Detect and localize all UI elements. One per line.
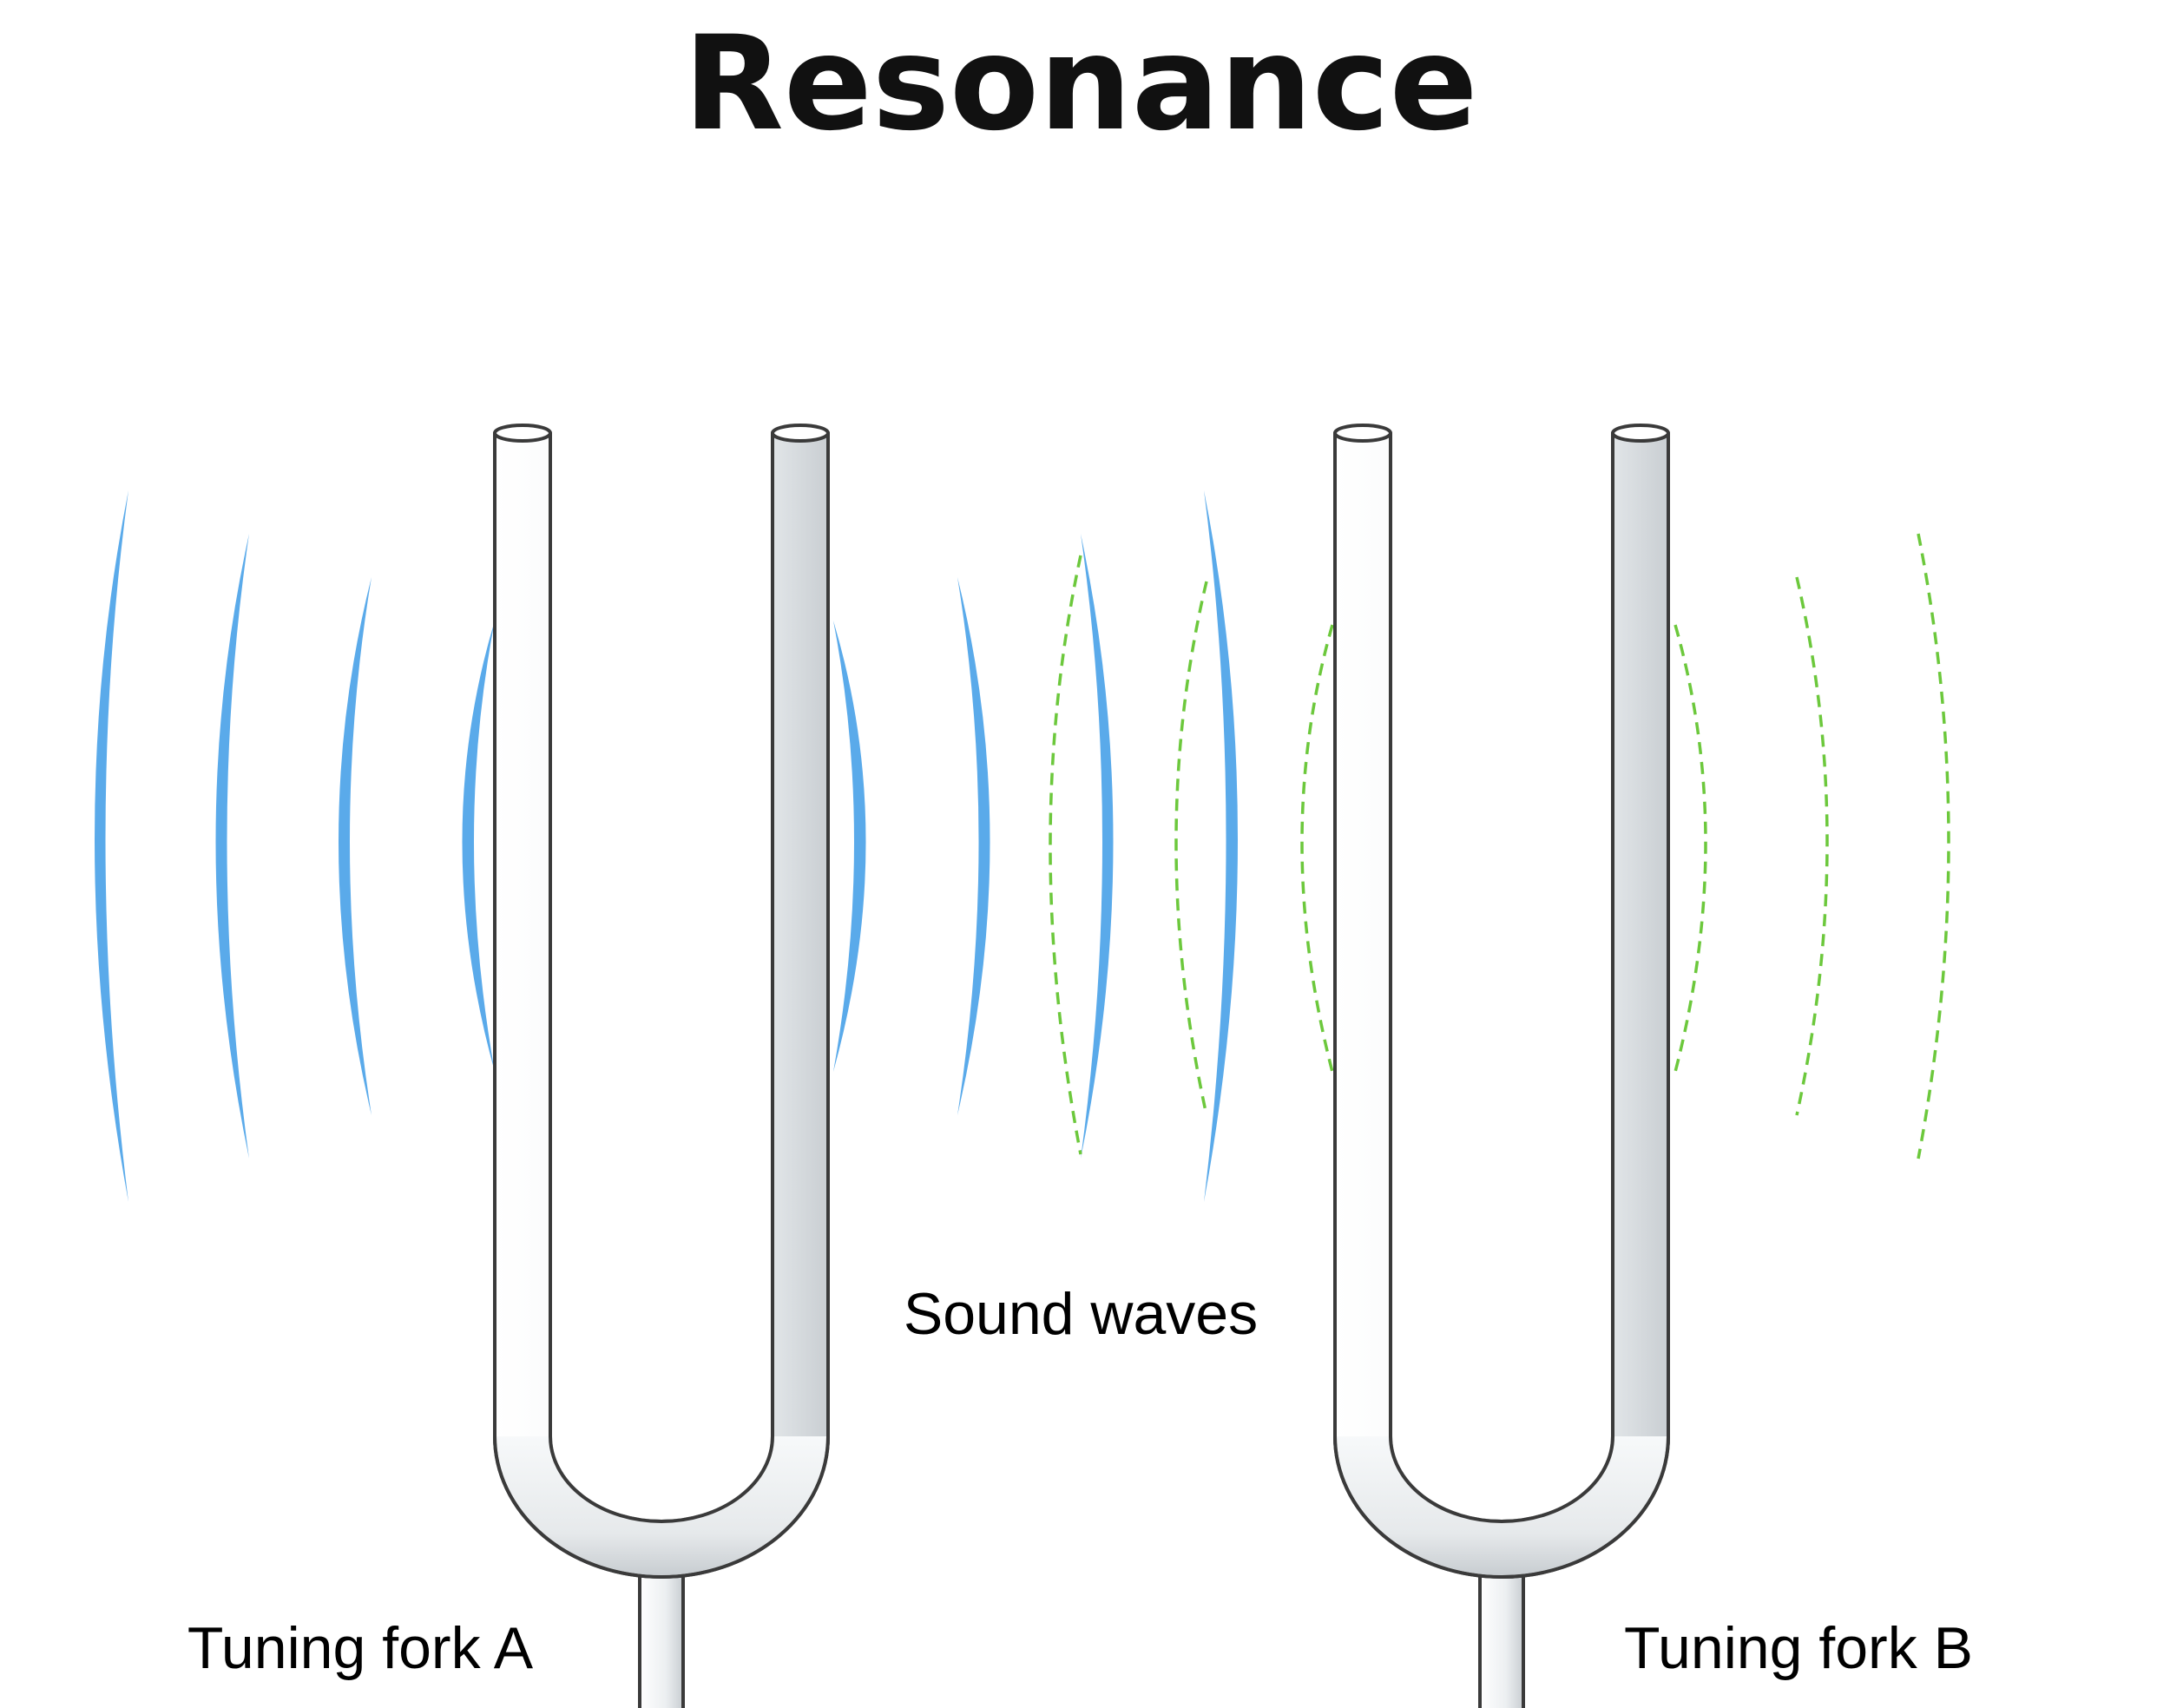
- prong-top-right: [771, 424, 830, 443]
- prong-top-left: [1333, 424, 1392, 443]
- wave-arc: [1049, 555, 1082, 1155]
- fork-stem: [638, 1556, 685, 1708]
- tuning-fork-a: [493, 424, 830, 1708]
- page-title: Resonance: [683, 9, 1477, 160]
- wave-arc: [957, 577, 990, 1115]
- sound-waves-fork-a: [95, 490, 1238, 1202]
- wave-arc: [1795, 576, 1829, 1116]
- tuning-fork-a-label: Tuning fork A: [187, 1615, 534, 1681]
- sound-waves-fork-b: [1049, 533, 1950, 1159]
- tuning-fork-b: [1333, 424, 1670, 1708]
- fork-stem: [1478, 1556, 1525, 1708]
- tuning-fork-b-label: Tuning fork B: [1624, 1615, 1973, 1681]
- prong-top-right: [1611, 424, 1670, 443]
- fork-bend-shade: [496, 1436, 826, 1575]
- fork-bend-shade: [1337, 1436, 1667, 1575]
- wave-arc: [339, 577, 372, 1115]
- prong-top-left: [493, 424, 552, 443]
- wave-arc: [215, 534, 249, 1159]
- wave-arc: [1204, 490, 1238, 1202]
- wave-arc: [1674, 624, 1707, 1073]
- fork-bend-outline: [493, 1435, 830, 1579]
- fork-bend-outline: [1333, 1435, 1670, 1579]
- wave-arc: [1174, 581, 1208, 1116]
- fork-body: [493, 431, 830, 1579]
- wave-arc: [1081, 534, 1114, 1159]
- wave-arc: [95, 490, 128, 1202]
- wave-arc: [1300, 624, 1334, 1073]
- fork-body: [1333, 431, 1670, 1579]
- wave-arc: [1917, 533, 1950, 1159]
- wave-arc: [833, 621, 866, 1072]
- sound-waves-label: Sound waves: [904, 1281, 1258, 1347]
- wave-arc: [462, 621, 495, 1072]
